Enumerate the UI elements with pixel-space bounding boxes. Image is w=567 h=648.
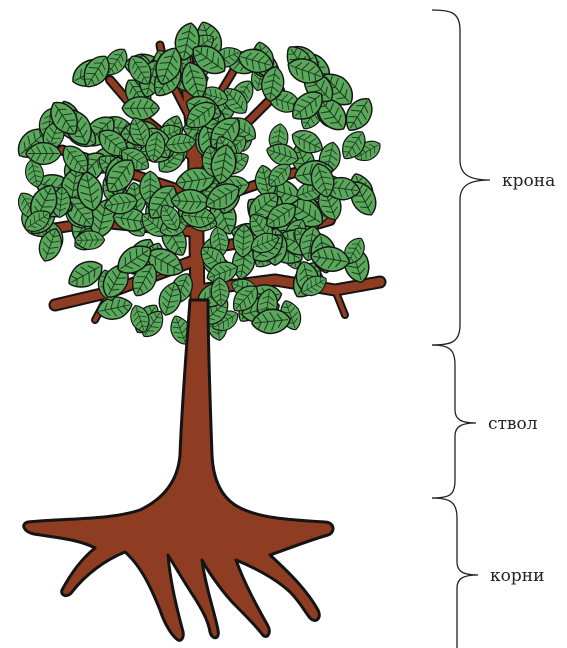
tree-illustration (12, 18, 385, 640)
bracket-crown (432, 10, 490, 345)
label-trunk: ствол (488, 414, 538, 434)
label-crown: крона (502, 171, 555, 191)
bracket-roots (432, 498, 478, 648)
bracket-trunk (432, 345, 476, 498)
trunk (24, 300, 333, 640)
label-roots: корни (490, 566, 544, 586)
leaf-icon (122, 97, 159, 120)
